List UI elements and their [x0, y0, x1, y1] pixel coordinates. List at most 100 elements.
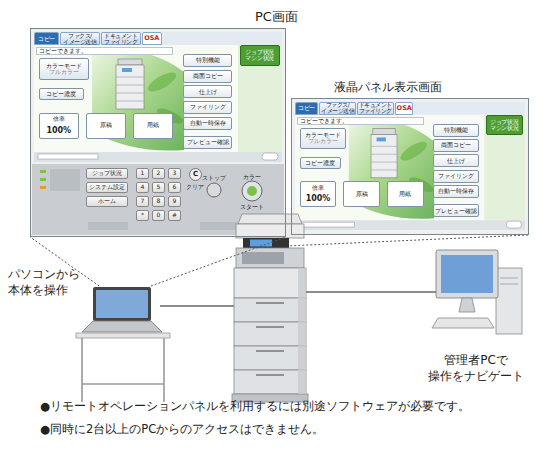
- key-label: クリア: [186, 183, 204, 192]
- node-text: 3: [173, 170, 177, 176]
- node-text: 倍率: [312, 185, 324, 191]
- keypad-key: 4: [136, 182, 149, 193]
- ui-art: [295, 102, 525, 230]
- node-text: 6: [173, 184, 177, 190]
- node-text: フルカラー: [49, 69, 79, 75]
- node-text: ジョブ状況 マシン状況: [487, 119, 522, 132]
- node-text: 両面コピー: [441, 142, 471, 148]
- pc-stand: [459, 298, 475, 312]
- screen-panel: 液晶パネル表示画面コピーファクス/ イメージ送信ドキュメント ファイリングOSA…: [291, 98, 529, 235]
- node-text: フルカラー: [308, 138, 338, 144]
- copier-shade: [298, 268, 306, 394]
- indicator-lamp: [40, 178, 46, 181]
- copier-body: [234, 268, 306, 298]
- paper-tray: [234, 346, 306, 370]
- tray-handle: [256, 303, 284, 375]
- connector-line: [151, 237, 286, 286]
- node-text: 100%: [46, 127, 71, 135]
- node-text: 用紙: [399, 191, 411, 197]
- node-text: 2: [157, 170, 161, 176]
- copier-display: [250, 240, 272, 247]
- node-text: 100%: [306, 195, 331, 203]
- setting-card: 原稿: [343, 181, 380, 207]
- copier-scanner: [236, 224, 304, 238]
- node-text: コピー濃度: [305, 160, 335, 166]
- setting-button: コピー濃度: [300, 157, 341, 169]
- node-text: プレビュー確認: [435, 208, 477, 214]
- stop-button: [207, 183, 221, 197]
- node-text: OSA: [144, 35, 159, 42]
- keypad-key: 6: [168, 182, 181, 193]
- node-text: ファイリング: [190, 104, 226, 110]
- node-text: ドキュメント ファイリング: [102, 33, 140, 45]
- node-text: システム設定: [89, 184, 125, 190]
- function-button: 特別機能: [433, 124, 479, 137]
- note-text: ●同時に2台以上のPCからのアクセスはできません。: [40, 422, 324, 437]
- node-text: 5: [157, 184, 161, 190]
- function-button: 仕上げ: [433, 154, 479, 167]
- desk: [76, 333, 170, 402]
- device: パソコンから 本体を操作: [88, 286, 162, 333]
- copier-feeder: [238, 214, 302, 224]
- setting-button: コピー濃度: [39, 88, 84, 100]
- keypad-key: *: [136, 210, 149, 221]
- node-text: コピーできます。: [39, 48, 87, 54]
- function-button: 両面コピー: [183, 70, 233, 83]
- laptop-base: [82, 321, 162, 332]
- key-label: カラー: [243, 173, 261, 182]
- indicator-lamp: [40, 186, 46, 189]
- keypad-key: 7: [136, 196, 149, 207]
- pc-tower: [500, 278, 518, 284]
- function-button: 自動一時保存: [183, 117, 233, 130]
- status-button: ジョブ状況 マシン状況: [240, 45, 280, 66]
- laptop-screen: [96, 290, 148, 318]
- copier-output: [236, 248, 304, 268]
- pc-tower: [496, 268, 522, 334]
- tab-button: ドキュメント ファイリング: [357, 102, 394, 115]
- node-text: #: [172, 212, 177, 218]
- indicator-lamp: [40, 170, 46, 173]
- tab-button: コピー: [34, 32, 59, 45]
- function-button: ファイリング: [433, 170, 479, 183]
- network-wire: [160, 305, 234, 306]
- node-text: 0: [157, 212, 161, 218]
- keypad-detail: [88, 222, 128, 230]
- node-text: ホーム: [98, 198, 116, 204]
- status-bar: コピーできます。: [297, 117, 424, 125]
- node-text: 倍率: [53, 116, 65, 122]
- setting-card: 倍率 100%: [39, 113, 79, 139]
- function-button: 特別機能: [183, 54, 233, 67]
- tab-button: OSA: [395, 102, 413, 115]
- setting-card: 用紙: [387, 181, 424, 207]
- node-text: OSA: [397, 105, 412, 112]
- status-button: ジョブ状況 マシン状況: [486, 115, 523, 135]
- node-text: コピー: [38, 36, 55, 42]
- node-text: ファクス/ イメージ送信: [61, 33, 99, 45]
- tab-button: ファクス/ イメージ送信: [319, 102, 356, 115]
- panel-heading: PC画面: [255, 9, 298, 25]
- start-button: [247, 186, 257, 196]
- node-text: 8: [157, 198, 161, 204]
- keypad-key: 8: [152, 196, 165, 207]
- node-text: ジョブ状況: [92, 170, 122, 176]
- copier: [232, 214, 308, 402]
- paper-tray: [234, 370, 306, 394]
- function-button: 両面コピー: [433, 139, 479, 152]
- desk-top: [76, 333, 170, 338]
- node-text: プレビュー確認: [187, 139, 229, 145]
- desktop-pc: [432, 250, 522, 334]
- node-text: 4: [141, 184, 145, 190]
- keypad-key: ジョブ状況: [86, 168, 128, 179]
- setting-button: カラーモードフルカラー: [300, 128, 346, 150]
- tab-button: ファクス/ イメージ送信: [60, 32, 100, 45]
- setting-button: カラーモードフルカラー: [39, 58, 89, 80]
- node-text: 両面コピー: [193, 73, 223, 79]
- note-text: ●リモートオペレーションパネルを利用するには別途ソフトウェアが必要です。: [40, 399, 470, 414]
- tab-button: OSA: [142, 32, 162, 45]
- keypad-key: 3: [168, 168, 181, 179]
- node-text: C: [193, 171, 198, 178]
- node-text: ドキュメント ファイリング: [358, 102, 393, 114]
- node-text: コピー濃度: [46, 91, 76, 97]
- node-text: ファクス/ イメージ送信: [320, 102, 355, 114]
- node-text: 用紙: [147, 122, 159, 128]
